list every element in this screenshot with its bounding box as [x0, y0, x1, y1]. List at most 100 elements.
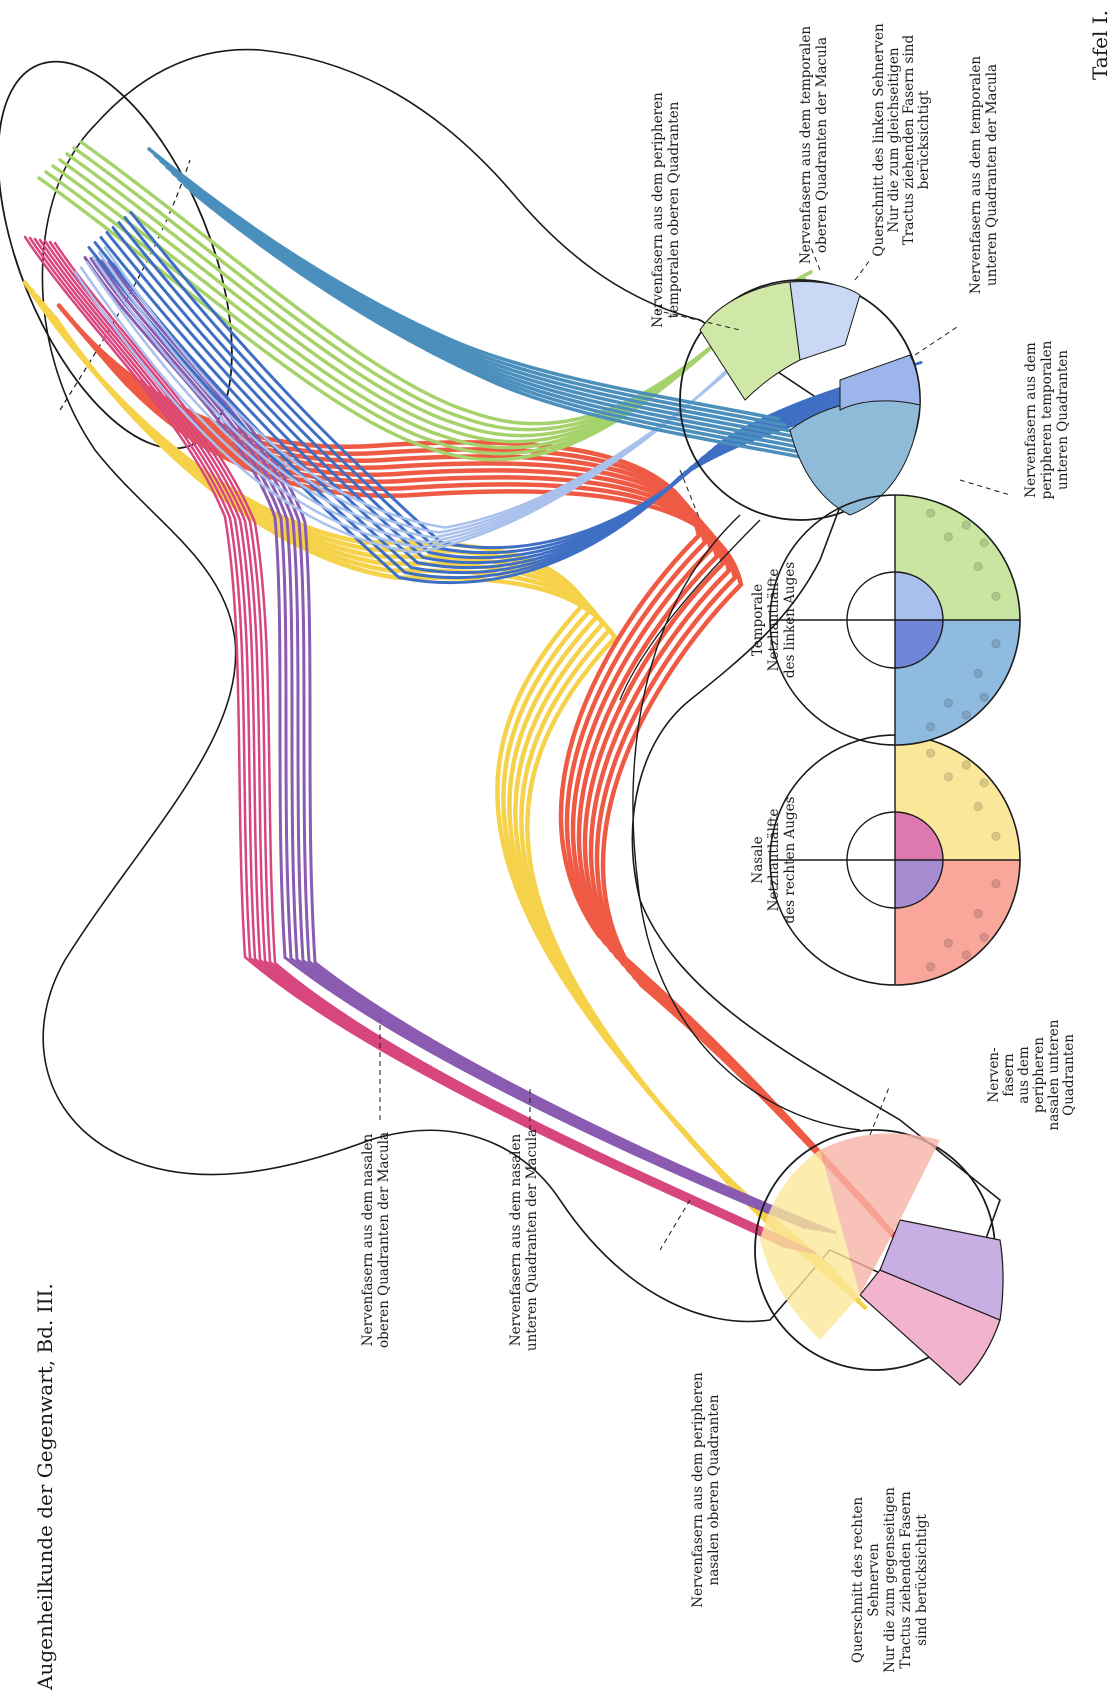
- right-nerve-red-sector: [820, 1133, 940, 1295]
- label-temporal-retina-left: TemporaleNetzhauthälftedes linken Auges: [750, 562, 798, 678]
- label-line: peripheren temporalen: [1039, 340, 1055, 499]
- right-nerve-magenta-sector: [859, 1269, 1001, 1386]
- label-line: oberen Quadranten der Macula: [814, 37, 830, 253]
- blue-fibers-fiber: [117, 221, 911, 560]
- nasal-retina-right-eye: [769, 734, 1021, 986]
- blue-fibers-fiber: [99, 236, 893, 575]
- tract-dashed-divider: [59, 159, 191, 411]
- teal-fibers-fiber: [189, 189, 823, 463]
- temporal-retina-fiber-dot: [991, 591, 1001, 601]
- label-line: unteren Quadranten der Macula: [524, 1129, 540, 1351]
- label-peripheral-nasal-upper: Nervenfasern aus dem peripherennasalen o…: [690, 1372, 722, 1608]
- label-upper-nasal-macula: Nervenfasern aus dem nasalenoberen Quadr…: [360, 1132, 392, 1348]
- label-peripheral-temporal-upper: Nervenfasern aus dem peripherentemporale…: [650, 92, 682, 328]
- nasal-retina-fiber-dot: [961, 760, 971, 770]
- label-line: Querschnitt des rechten: [850, 1497, 866, 1664]
- leader-lines: [379, 244, 1011, 1251]
- left-nerve-blue-sector: [839, 354, 921, 411]
- temporal-retina-left-eye: [769, 494, 1021, 746]
- label-line: sind berücksichtigt: [914, 1514, 930, 1646]
- label-line: nasalen unteren: [1046, 1019, 1062, 1130]
- magenta-fibers-fiber: [48, 240, 812, 1254]
- teal-fibers-fiber: [159, 159, 793, 433]
- red-fibers-fiber: [98, 352, 914, 1257]
- right-nerve-yellow-sector: [760, 1150, 860, 1340]
- teal-fibers-fiber: [153, 153, 787, 427]
- label-left-nerve-cross-section: Querschnitt des linken SehnervenNur die …: [871, 23, 932, 257]
- label-line: Temporale: [750, 584, 766, 656]
- label-line: fasern: [1001, 1053, 1017, 1096]
- nasal-retina-upper-macula: [895, 812, 943, 860]
- nasal-retina-fiber-dot: [991, 831, 1001, 841]
- nasal-retina-fiber-dot: [943, 772, 954, 782]
- label-right-nerve-cross-section: Querschnitt des rechtenSehnervenNur die …: [850, 1487, 930, 1673]
- magenta-fibers-fiber: [33, 237, 797, 1251]
- temporal-retina-fiber-dot: [961, 520, 971, 530]
- label-line: Nervenfasern aus dem peripheren: [690, 1372, 706, 1608]
- label-line: Nur die zum gegenseitigen: [882, 1487, 898, 1673]
- left-nerve-cross-section: [679, 279, 921, 521]
- chiasm-outline: [41, 48, 1001, 1323]
- temporal-retina-fiber-dot: [991, 639, 1001, 649]
- temporal-retina-fiber-dot: [925, 722, 936, 732]
- label-peripheral-temporal-lower: Nervenfasern aus demperipheren temporale…: [1023, 340, 1071, 499]
- label-line: Nerven-: [986, 1047, 1002, 1102]
- temporal-retina-lower-macula: [895, 620, 943, 668]
- label-nasal-retina-right: NasaleNetzhauthälftedes rechten Auges: [750, 796, 798, 923]
- label-line: Tractus ziehenden Fasern sind: [901, 35, 917, 246]
- nasal-retina-fiber-dot: [973, 908, 983, 919]
- label-lower-nasal-macula: Nervenfasern aus dem nasalenunteren Quad…: [508, 1129, 540, 1351]
- label-line: Tractus ziehenden Fasern: [898, 1491, 914, 1669]
- label-line: Nervenfasern aus dem peripheren: [650, 92, 666, 328]
- magenta-fibers-fiber: [43, 239, 807, 1253]
- nasal-retina-fiber-dot: [925, 962, 936, 972]
- left-nerve-lightblue-sector: [789, 281, 861, 361]
- temporal-retina-fiber-dot: [979, 692, 989, 702]
- annotation-labels: Nervenfasern aus dem nasalen oberen Quadr…: [360, 23, 1077, 1673]
- nerve-fiber-bundles: [22, 140, 923, 1310]
- right-nerve-cross-section: [754, 1129, 1004, 1386]
- temporal-retina-fiber-dot: [973, 668, 983, 679]
- temporal-retina-fiber-dot: [925, 508, 936, 518]
- blue-fibers-fiber: [123, 216, 917, 555]
- blue-fibers-fiber: [129, 211, 923, 550]
- label-line: Nasale: [750, 836, 766, 883]
- nasal-retina-fiber-dot: [979, 778, 989, 788]
- label-temporal-lower-macula: Nervenfasern aus dem temporalenunteren Q…: [968, 56, 1000, 294]
- magenta-fibers-fiber: [23, 235, 787, 1249]
- temporal-retina-fiber-dot: [961, 710, 971, 720]
- label-line: unteren Quadranten: [1055, 350, 1071, 490]
- temporal-retina-upper-macula: [895, 572, 943, 620]
- nasal-retina-fiber-dot: [991, 879, 1001, 889]
- label-line: berücksichtigt: [916, 90, 932, 189]
- purple-fibers-fiber: [83, 256, 807, 1229]
- magenta-fibers-fiber: [53, 241, 817, 1255]
- temporal-retina-fiber-dot: [943, 532, 954, 542]
- magenta-fibers-fiber: [38, 238, 802, 1252]
- nasal-retina-fiber-dot: [973, 801, 983, 812]
- label-line: temporalen oberen Quadranten: [666, 101, 682, 318]
- label-line: nasalen oberen Quadranten: [706, 1394, 722, 1585]
- label-line: Nur die zum gleichseitigen: [886, 47, 902, 233]
- label-peripheral-nasal-lower: Nerven-fasernaus demperipherennasalen un…: [986, 1019, 1077, 1130]
- label-line: Nervenfasern aus dem: [1023, 342, 1039, 498]
- arc-connector-lines: [619, 519, 761, 701]
- nasal-retina-fiber-dot: [943, 938, 954, 948]
- temporal-retina-fiber-dot: [973, 561, 983, 572]
- retina-enclosing-arc: [632, 514, 861, 1131]
- label-line: Sehnerven: [866, 1543, 882, 1617]
- label-line: peripheren: [1031, 1037, 1047, 1113]
- label-temporal-upper-macula: Nervenfasern aus dem temporalenoberen Qu…: [798, 26, 830, 264]
- temporal-retina-fiber-dot: [943, 698, 954, 708]
- label-line: Nervenfasern aus dem temporalen: [798, 26, 814, 264]
- label-line: Nervenfasern aus dem nasalen: [360, 1134, 376, 1347]
- journal-header: Augenheilkunde der Gegenwart, Bd. III.: [33, 1283, 57, 1691]
- label-line: des linken Auges: [782, 562, 798, 678]
- label-line: Netzhauthälfte: [766, 809, 782, 912]
- label-line: Quadranten: [1061, 1034, 1077, 1116]
- purple-fibers-fiber: [95, 258, 819, 1231]
- label-line: unteren Quadranten der Macula: [984, 64, 1000, 286]
- label-line: Nervenfasern aus dem temporalen: [968, 56, 984, 294]
- nasal-retina-lower-macula: [895, 860, 943, 908]
